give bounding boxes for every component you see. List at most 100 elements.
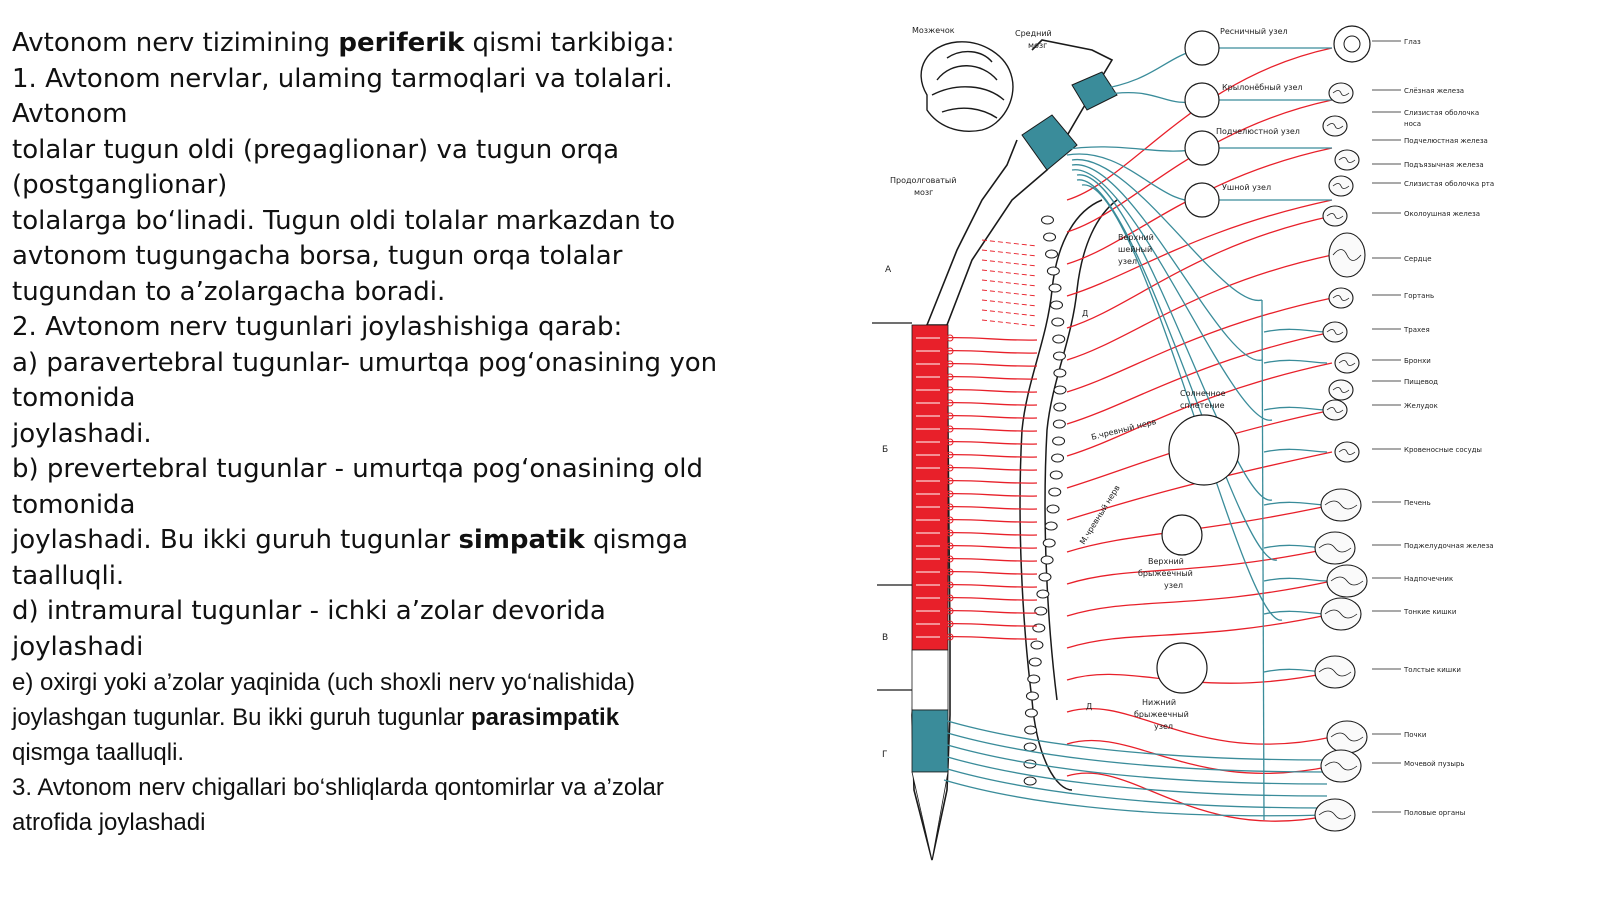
section-letter-g: Г [882, 750, 888, 760]
root-loop [946, 425, 954, 433]
preganglionic-fiber [939, 453, 1038, 458]
organ-label: Подъязычная железа [1404, 161, 1484, 169]
label-submandibular-ganglion: Подчелюстной узел [1216, 127, 1300, 136]
cranial-parasympathetic-fiber [1061, 146, 1203, 152]
organ-label: Глаз [1404, 38, 1421, 46]
root-loop [946, 347, 954, 355]
trunk-ganglion [1053, 385, 1067, 395]
preganglionic-fiber [939, 349, 1038, 354]
trunk-ganglion [1040, 215, 1054, 225]
point-2e-text: joylashgan tugunlar. Bu ikki guruh tugun… [12, 704, 471, 731]
preganglionic-fiber [939, 518, 1038, 523]
preganglionic-fiber [939, 531, 1038, 536]
point-1-line: tugundan to a’zolargacha boradi. [12, 276, 446, 307]
trunk-ganglion [1051, 453, 1065, 463]
organ-illustrations [1314, 25, 1371, 832]
root-loop [946, 373, 954, 381]
label-sup-mesenteric-2: брыжеечный [1138, 569, 1193, 578]
root-loop [946, 360, 954, 368]
trunk-ganglion [1042, 538, 1056, 548]
sacral-parasympathetic-fiber [943, 719, 1328, 761]
vagal-branch [1263, 359, 1328, 364]
trunk-ganglion [1032, 623, 1046, 633]
point-2a-line: a) paravertebral tugunlar- umurtqa pog‘o… [12, 347, 718, 378]
organ-glyph-detail [1318, 810, 1352, 820]
preganglionic-fiber [939, 635, 1038, 640]
postganglionic-fiber [1066, 613, 1333, 649]
root-loop [946, 594, 954, 602]
point-1-line: (postganglionar) [12, 170, 228, 200]
root-loop [946, 529, 954, 537]
sympathetic-trunk [1019, 199, 1118, 791]
organ-label: Надпочечник [1404, 575, 1453, 583]
point-1-line: tolalar tugun oldi (pregaglionar) va tug… [12, 134, 620, 165]
trunk-ganglion [1048, 487, 1062, 497]
preganglionic-fiber [939, 570, 1038, 575]
intro-text: Avtonom nerv tizimining [12, 28, 339, 58]
point-2b-line: joylashadi. Bu ikki guruh tugunlar simpa… [12, 523, 812, 559]
organ-glyph-detail [1324, 609, 1358, 619]
root-loop [946, 399, 954, 407]
section-letter-b: Б [882, 445, 888, 455]
organ-label: Половые органы [1404, 809, 1465, 817]
organ-glyph-detail [1332, 183, 1350, 189]
vagal-branch [1263, 610, 1328, 615]
preganglionic-fiber [939, 336, 1038, 341]
organ-label: Почки [1404, 731, 1426, 739]
eye-iris [1343, 35, 1361, 53]
point-2-line: 2. Avtonom nerv tugunlari joylashishiga … [12, 312, 623, 342]
trunk-ganglion [1027, 674, 1041, 684]
label-otic-ganglion: Ушной узел [1222, 183, 1271, 192]
abdominal-plexuses [1156, 414, 1240, 694]
label-inf-mesenteric-3: узел [1154, 722, 1173, 731]
point-1-line: 1. Avtonom nervlar, ulaming tarmoqlari v… [12, 63, 673, 94]
root-loop [946, 555, 954, 563]
label-midbrain-2: мозг [1028, 41, 1047, 50]
postganglionic-fiber [1066, 331, 1333, 425]
organ-glyph-detail [1326, 407, 1344, 413]
preganglionic-fiber [939, 401, 1038, 406]
root-loop [946, 503, 954, 511]
vagal-branch [1263, 328, 1328, 333]
organ-glyph-detail [1332, 90, 1350, 96]
trunk-ganglion [1046, 504, 1060, 514]
trunk-ganglion [1028, 657, 1042, 667]
organ-label: Трахея [1403, 326, 1430, 334]
label-sup-mesenteric-3: узел [1164, 581, 1183, 590]
point-1-line: avtonom tugungacha borsa, tugun orqa tol… [12, 241, 623, 271]
root-loop [946, 633, 954, 641]
trunk-ganglion [1051, 317, 1065, 327]
cervical-ramus [981, 249, 1038, 257]
sacral-parasympathetic-fiber [943, 755, 1328, 797]
root-loop [946, 620, 954, 628]
postganglionic-fiber [1066, 99, 1333, 233]
point-2b-text: joylashadi. Bu ikki guruh tugunlar [12, 525, 459, 555]
postganglionic-fiber [1066, 772, 1333, 822]
cervical-ramus [981, 299, 1038, 307]
preganglionic-fiber [939, 362, 1038, 367]
trunk-ganglion [1023, 742, 1037, 752]
trunk-ganglion [1044, 521, 1058, 531]
trunk-ganglion [1034, 606, 1048, 616]
organ-label: Кровеносные сосуды [1404, 446, 1482, 454]
label-ciliary-ganglion: Ресничный узел [1220, 27, 1288, 36]
preganglionic-fiber [939, 427, 1038, 432]
label-midbrain-1: Средний [1015, 29, 1052, 38]
root-loop [946, 334, 954, 342]
trunk-ganglion [1050, 300, 1064, 310]
label-sup-cervical-1: Верхний [1118, 233, 1154, 242]
trunk-ganglion [1023, 776, 1037, 786]
root-loop [946, 516, 954, 524]
organ-label: Поджелудочная железа [1404, 542, 1494, 550]
point-2b-line: b) prevertebral tugunlar - umurtqa pog‘o… [12, 454, 704, 484]
preganglionic-fiber [939, 479, 1038, 484]
cervical-ramus [981, 269, 1038, 277]
trunk-ganglion [1046, 266, 1060, 276]
point-2b-text-end: qismga [584, 525, 689, 555]
point-2b-line: taalluqli. [12, 560, 125, 591]
root-loop [946, 607, 954, 615]
postganglionic-fiber [1066, 451, 1333, 521]
root-loop [946, 412, 954, 420]
point-2a-line: tomonida [12, 383, 136, 413]
cranial-parasympathetic-fiber [1071, 169, 1273, 421]
